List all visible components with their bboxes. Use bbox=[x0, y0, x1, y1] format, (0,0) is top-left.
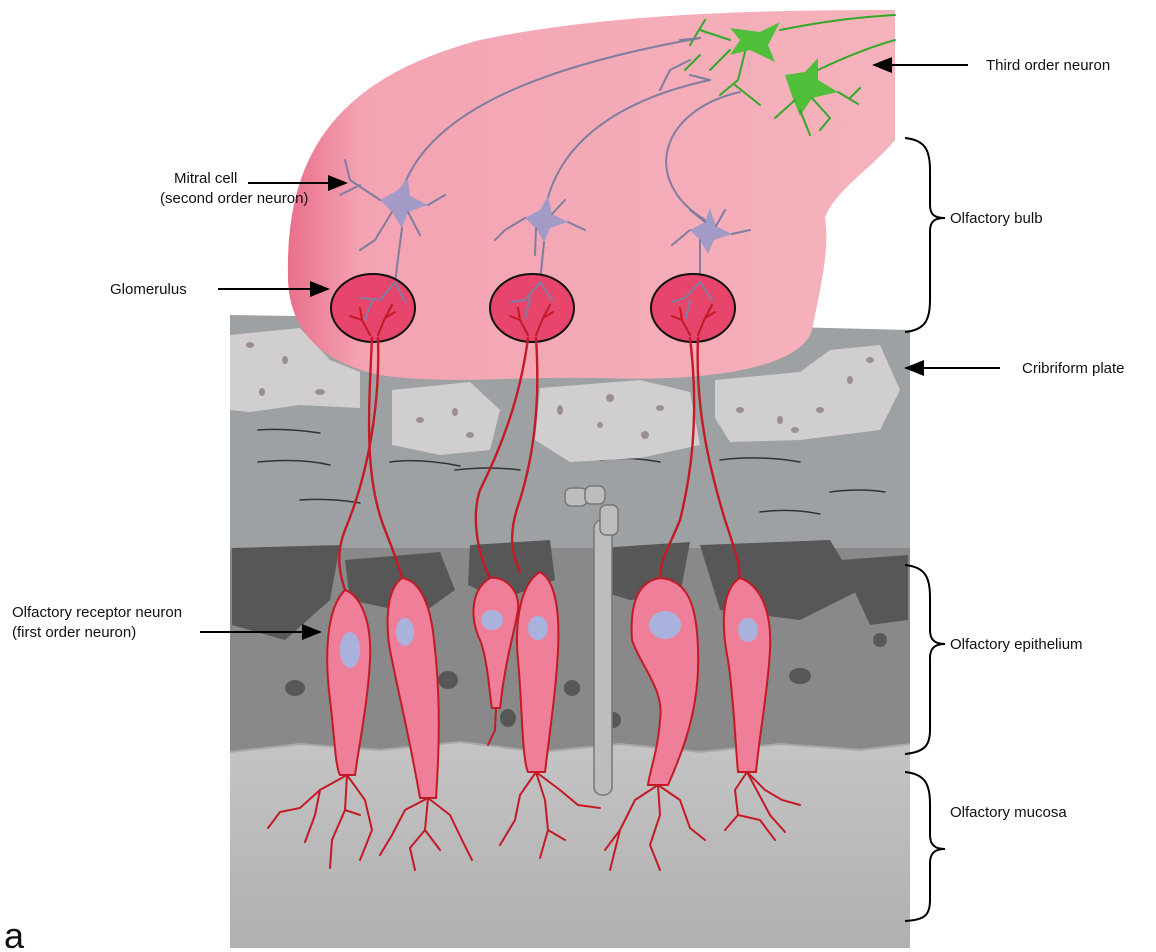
label-third-order: Third order neuron bbox=[872, 57, 1110, 74]
cribriform-label: Cribriform plate bbox=[1022, 360, 1125, 377]
olfactory-mucosa-label: Olfactory mucosa bbox=[950, 804, 1067, 821]
glomerulus-label: Glomerulus bbox=[110, 281, 187, 298]
brace-olfactory-bulb: Olfactory bulb bbox=[905, 138, 1043, 332]
receptor-label-line2: (first order neuron) bbox=[12, 624, 136, 641]
brace-olfactory-epithelium: Olfactory epithelium bbox=[905, 565, 1083, 754]
glomeruli bbox=[331, 274, 735, 342]
third-order-label: Third order neuron bbox=[986, 57, 1110, 74]
mitral-label-line2: (second order neuron) bbox=[160, 190, 308, 207]
receptor-label-line1: Olfactory receptor neuron bbox=[12, 604, 182, 621]
mitral-label-line1: Mitral cell bbox=[174, 170, 237, 187]
olfactory-bulb-label: Olfactory bulb bbox=[950, 210, 1043, 227]
panel-label: a bbox=[4, 915, 25, 952]
brace-olfactory-mucosa: Olfactory mucosa bbox=[905, 772, 1067, 921]
olfactory-epithelium-label: Olfactory epithelium bbox=[950, 636, 1083, 653]
label-cribriform: Cribriform plate bbox=[904, 360, 1125, 377]
